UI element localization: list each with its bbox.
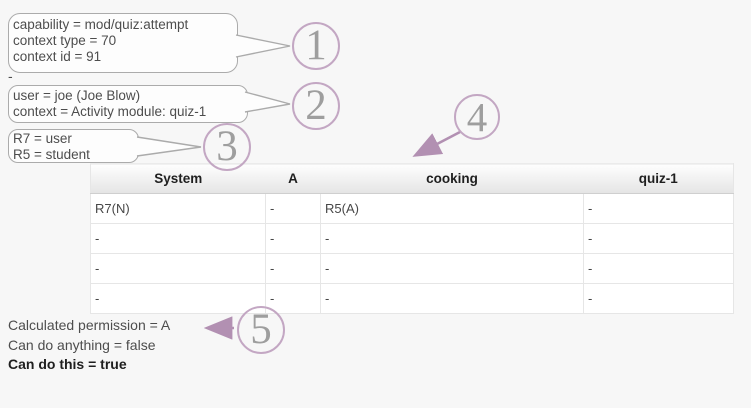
table-cell: - [90, 223, 266, 254]
table-row: - - - - [90, 253, 734, 284]
callout-number-2: 2 [292, 82, 340, 130]
table-cell: - [265, 283, 321, 314]
table-row: R7(N) - R5(A) - [90, 193, 734, 224]
table-cell: R5(A) [320, 193, 584, 224]
permissions-table: System A cooking quiz-1 R7(N) - R5(A) - … [90, 163, 734, 314]
table-cell: - [265, 193, 321, 224]
summary-line-can-do-anything: Can do anything = false [8, 336, 156, 353]
callout-tail-1-icon [235, 34, 291, 58]
table-cell: - [265, 223, 321, 254]
table-cell: - [583, 193, 734, 224]
marker-4-arrow-icon [412, 130, 461, 157]
callout-line-r5: R5 = student [13, 147, 90, 162]
table-row: - - - - [90, 283, 734, 314]
marker-number-4: 4 [454, 94, 500, 140]
table-cell: - [90, 253, 266, 284]
table-cell: - [265, 253, 321, 284]
callout-line-user: user = joe (Joe Blow) [13, 88, 141, 103]
table-cell: R7(N) [90, 193, 266, 224]
callout-number-3: 3 [203, 123, 251, 171]
callout-tail-2-icon [244, 91, 291, 113]
callout-bubble-roles: R7 = user R5 = student [8, 129, 139, 163]
callout-line-context: context = Activity module: quiz-1 [13, 104, 207, 119]
summary-line-can-do-this: Can do this = true [8, 356, 127, 372]
callout-number-1: 1 [292, 22, 340, 70]
callout-bubble-user-context: user = joe (Joe Blow) context = Activity… [8, 85, 248, 123]
callout-line-capability: capability = mod/quiz:attempt [13, 17, 189, 32]
table-header-a: A [265, 163, 321, 194]
stray-dash-text: - [8, 68, 13, 84]
callout-bubble-capability: capability = mod/quiz:attempt context ty… [8, 13, 238, 73]
table-cell: - [583, 253, 734, 284]
table-cell: - [320, 253, 584, 284]
summary-line-calculated-permission: Calculated permission = A [8, 317, 171, 333]
table-header-system: System [90, 163, 266, 194]
callout-line-r7: R7 = user [13, 131, 72, 146]
table-cell: - [320, 283, 584, 314]
table-header-quiz-1: quiz-1 [583, 163, 734, 194]
callout-line-context-type: context type = 70 [13, 33, 117, 48]
table-cell: - [90, 283, 266, 314]
callout-tail-3-icon [136, 136, 202, 157]
table-cell: - [583, 223, 734, 254]
table-row: - - - - [90, 223, 734, 254]
callout-line-context-id: context id = 91 [13, 49, 102, 64]
table-header-row: System A cooking quiz-1 [90, 163, 734, 194]
table-header-cooking: cooking [320, 163, 584, 194]
table-cell: - [320, 223, 584, 254]
marker-number-5: 5 [237, 306, 285, 354]
result-summary: Calculated permission = A Can do anythin… [8, 316, 170, 375]
table-cell: - [583, 283, 734, 314]
